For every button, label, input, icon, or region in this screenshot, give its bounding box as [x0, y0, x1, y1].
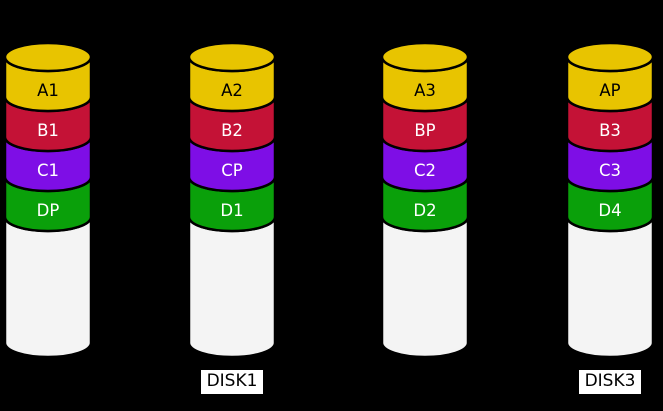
disk-cylinder: AP B3 C3 D4	[565, 43, 655, 359]
stripe-b-label: B1	[37, 121, 59, 140]
disk-label: DISK3	[578, 370, 642, 394]
stripe-c-label: C2	[414, 161, 436, 180]
disk-column-0: A1 B1 C1 DP	[2, 43, 94, 359]
disk-body	[187, 216, 277, 359]
stripe-a-label: A1	[37, 81, 59, 100]
disk-column-3: AP B3 C3 D4 DISK3	[564, 43, 656, 394]
disk-top-ellipse	[187, 43, 277, 73]
stripe-a-label: AP	[599, 81, 620, 100]
stripe-c-label: CP	[221, 161, 243, 180]
disk-top-ellipse	[380, 43, 470, 73]
disk-body	[3, 216, 93, 359]
stripe-b-label: BP	[414, 121, 435, 140]
stripe-d-label: DP	[37, 201, 60, 220]
disk-top-ellipse	[3, 43, 93, 73]
disk-body	[380, 216, 470, 359]
disk-label: DISK1	[200, 370, 264, 394]
stripe-c-label: C3	[599, 161, 621, 180]
disk-cylinder: A3 BP C2 D2	[380, 43, 470, 359]
disk-column-1: A2 B2 CP D1 DISK1	[186, 43, 278, 394]
disk-cylinder: A1 B1 C1 DP	[3, 43, 93, 359]
stripe-d-label: D4	[598, 201, 621, 220]
disk-body	[565, 216, 655, 359]
stripe-b-label: B2	[221, 121, 243, 140]
disk-top-ellipse	[565, 43, 655, 73]
stripe-c-label: C1	[37, 161, 59, 180]
disk-column-2: A3 BP C2 D2	[379, 43, 471, 359]
stripe-d-label: D1	[220, 201, 243, 220]
disk-cylinder: A2 B2 CP D1	[187, 43, 277, 359]
stripe-a-label: A2	[221, 81, 243, 100]
stripe-d-label: D2	[413, 201, 436, 220]
stripe-b-label: B3	[599, 121, 621, 140]
stripe-a-label: A3	[414, 81, 436, 100]
